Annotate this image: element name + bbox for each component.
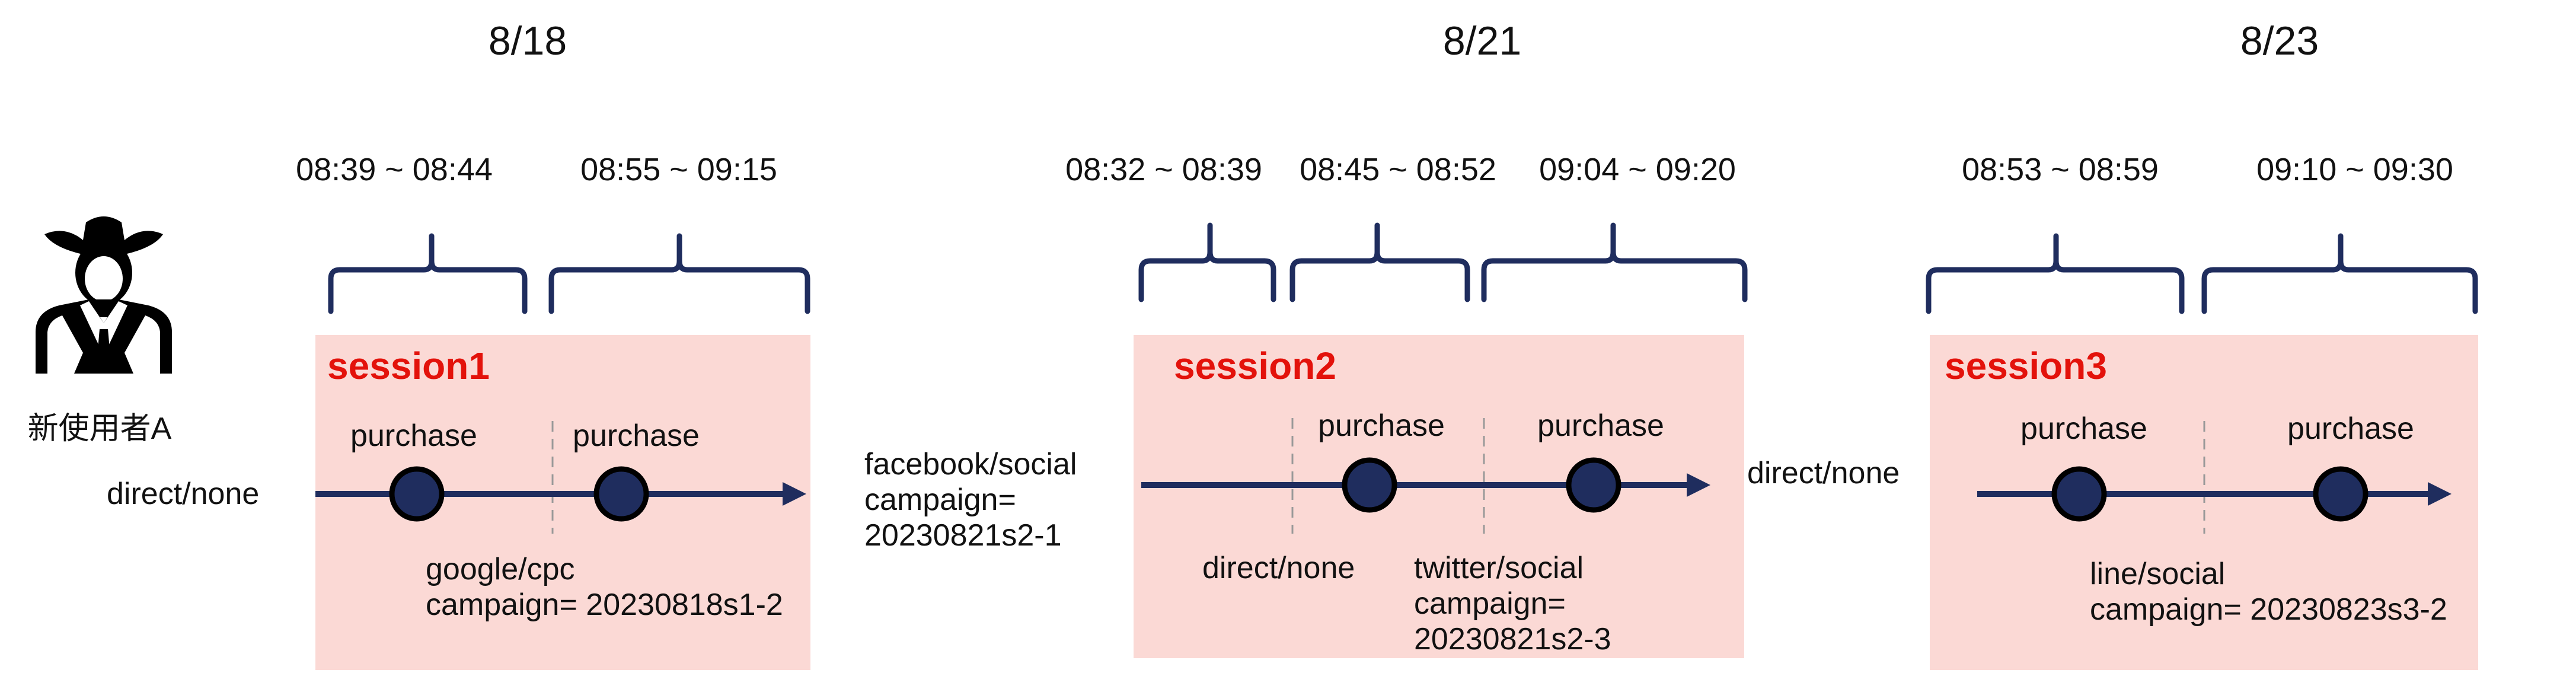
brace-s2-c [1481,222,1748,302]
time-range-s1-b: 08:55 ~ 09:15 [580,152,777,187]
source-entry-s3: direct/none [1747,456,1900,490]
purchase-dot-s2-b [1566,457,1621,513]
event-label-s1-b: purchase [573,419,700,453]
brace-s3-b [2201,233,2478,314]
date-session1: 8/18 [488,18,567,63]
time-range-s3-a: 08:53 ~ 08:59 [1962,152,2159,187]
source-mid-s1: google/cpc campaign= 20230818s1-2 [426,552,783,622]
time-range-s2-b: 08:45 ~ 08:52 [1300,152,1496,187]
cowboy-user-icon [36,216,172,374]
session1-label: session1 [327,345,490,387]
time-range-s2-a: 08:32 ~ 08:39 [1065,152,1262,187]
event-label-s3-a: purchase [2020,412,2147,446]
session3-label: session3 [1945,345,2107,387]
event-label-s2-a: purchase [1318,409,1445,443]
arrowhead-s3 [2428,482,2451,506]
arrowhead-s2 [1687,473,1710,497]
time-range-s2-c: 09:04 ~ 09:20 [1539,152,1736,187]
source-mid-s2: direct/none [1202,551,1355,585]
event-label-s2-b: purchase [1537,409,1664,443]
date-session2: 8/21 [1442,18,1522,63]
date-session3: 8/23 [2240,18,2319,63]
purchase-dot-s1-a [389,466,445,522]
brace-s1-b [548,233,810,314]
purchase-dot-s3-a [2051,466,2107,522]
brace-s1-a [328,233,528,314]
source-entry-s2: facebook/social campaign= 20230821s2-1 [864,447,1077,553]
purchase-dot-s2-a [1342,457,1397,513]
brace-s3-a [1926,233,2185,314]
event-label-s3-b: purchase [2287,412,2414,446]
source-entry-s1: direct/none [107,477,260,511]
user-label: 新使用者A [27,412,172,446]
event-label-s1-a: purchase [350,419,477,453]
arrowhead-s1 [783,482,806,506]
purchase-dot-s1-b [593,466,649,522]
time-range-s1-a: 08:39 ~ 08:44 [296,152,493,187]
source-mid-s3: line/social campaign= 20230823s3-2 [2090,557,2447,627]
source-late-s2: twitter/social campaign= 20230821s2-3 [1414,551,1611,656]
purchase-dot-s3-b [2313,466,2368,522]
session2-label: session2 [1174,345,1336,387]
session2-box [1134,335,1744,658]
time-range-s3-b: 09:10 ~ 09:30 [2256,152,2453,187]
brace-s2-b [1289,222,1470,302]
brace-s2-a [1138,222,1276,302]
